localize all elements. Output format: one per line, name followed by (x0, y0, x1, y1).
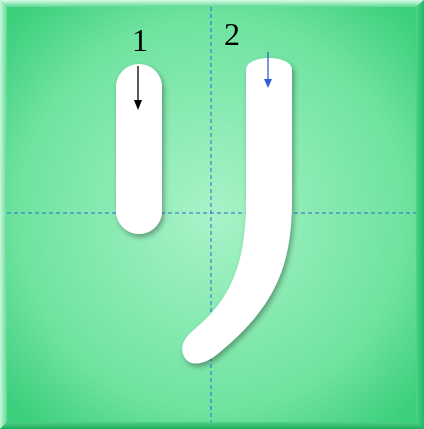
stroke-1-shape (116, 64, 162, 234)
stroke-1-direction-arrow (134, 66, 142, 110)
stroke-2-shape (182, 58, 292, 364)
stroke-number-1-label: 1 (132, 22, 148, 58)
stroke-number-2-label: 2 (224, 16, 240, 52)
stroke-2-direction-arrow (264, 52, 272, 88)
